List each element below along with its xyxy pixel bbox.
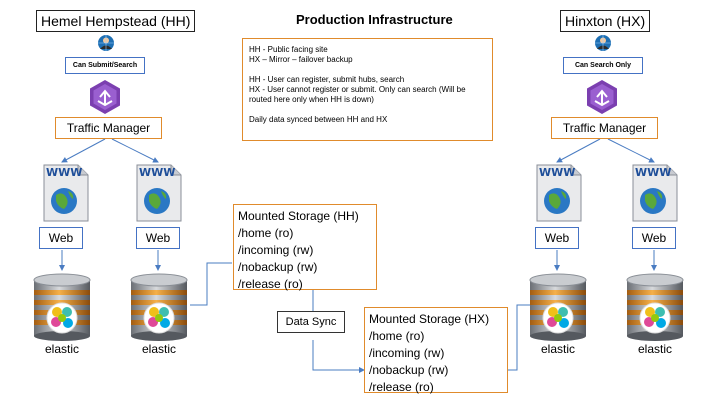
note-spacer [249, 105, 486, 115]
user-globe-icon [595, 35, 611, 51]
elastic-label-hx-2: elastic [637, 342, 672, 356]
data-sync-label: Data Sync [277, 311, 345, 333]
note-spacer [249, 65, 486, 75]
traffic-manager-hx: Traffic Manager [551, 117, 658, 139]
storage-hh-mount: /nobackup (rw) [238, 260, 318, 274]
badge-hx: Can Search Only [563, 57, 643, 74]
storage-hh-mount: /home (ro) [238, 226, 294, 240]
web-page-globe-icon: WWW [629, 163, 681, 223]
hx-tm-to-web1-line [556, 138, 601, 163]
web-page-globe-icon: WWW [40, 163, 92, 223]
www-text: WWW [539, 166, 576, 179]
www-text: WWW [46, 166, 83, 179]
web-label-hh-1: Web [39, 227, 83, 249]
elastic-label-hh-1: elastic [44, 342, 79, 356]
sync-to-hx-storage-line [312, 340, 365, 373]
note-line: Daily data synced between HH and HX [249, 115, 388, 124]
database-elastic-icon [623, 272, 687, 342]
elastic-label-hx-1: elastic [540, 342, 575, 356]
note-line: HH - User can register, submit hubs, sea… [249, 75, 405, 84]
hh-db-to-storage-line [190, 262, 232, 306]
storage-hx-mount: /incoming (rw) [369, 346, 445, 360]
site-name-hx: Hinxton (HX) [560, 10, 651, 32]
www-text: WWW [139, 166, 176, 179]
traffic-manager-icon [90, 80, 120, 114]
web-page-globe-icon: WWW [133, 163, 185, 223]
page-title: Production Infrastructure [296, 12, 453, 27]
web-label-hx-2: Web [632, 227, 676, 249]
www-text: WWW [635, 166, 672, 179]
web-label-hx-1: Web [535, 227, 579, 249]
storage-hx-mount: /release (ro) [369, 380, 434, 394]
web-label-hh-2: Web [136, 227, 180, 249]
storage-hh-mount: /release (ro) [238, 277, 303, 291]
hh-tm-to-web2-line [111, 138, 159, 163]
storage-hx-box: Mounted Storage (HX) /home (ro) /incomin… [364, 307, 508, 394]
note-line: HH - Public facing site [249, 45, 328, 54]
site-name-hh: Hemel Hempstead (HH) [36, 10, 196, 32]
storage-hx-mount: /home (ro) [369, 329, 425, 343]
traffic-manager-hh: Traffic Manager [55, 117, 162, 139]
storage-hx-title: Mounted Storage (HX) [369, 312, 490, 326]
storage-hh-box: Mounted Storage (HH) /home (ro) /incomin… [233, 204, 377, 291]
traffic-manager-icon [587, 80, 617, 114]
database-elastic-icon [127, 272, 191, 342]
storage-hh-mount: /incoming (rw) [238, 243, 314, 257]
badge-hh: Can Submit/Search [65, 57, 145, 74]
notes-box: HH - Public facing site HX – Mirror – fa… [242, 38, 493, 141]
storage-hh-title: Mounted Storage (HH) [238, 209, 359, 223]
elastic-label-hh-2: elastic [141, 342, 176, 356]
database-elastic-icon [30, 272, 94, 342]
database-elastic-icon [526, 272, 590, 342]
storage-hx-mount: /nobackup (rw) [369, 363, 449, 377]
hh-tm-to-web1-line [61, 138, 106, 163]
user-globe-icon [98, 35, 114, 51]
hx-tm-to-web2-line [607, 138, 655, 163]
note-line: HX - User cannot register or submit. Onl… [249, 85, 466, 104]
note-line: HX – Mirror – failover backup [249, 55, 353, 64]
web-page-globe-icon: WWW [533, 163, 585, 223]
